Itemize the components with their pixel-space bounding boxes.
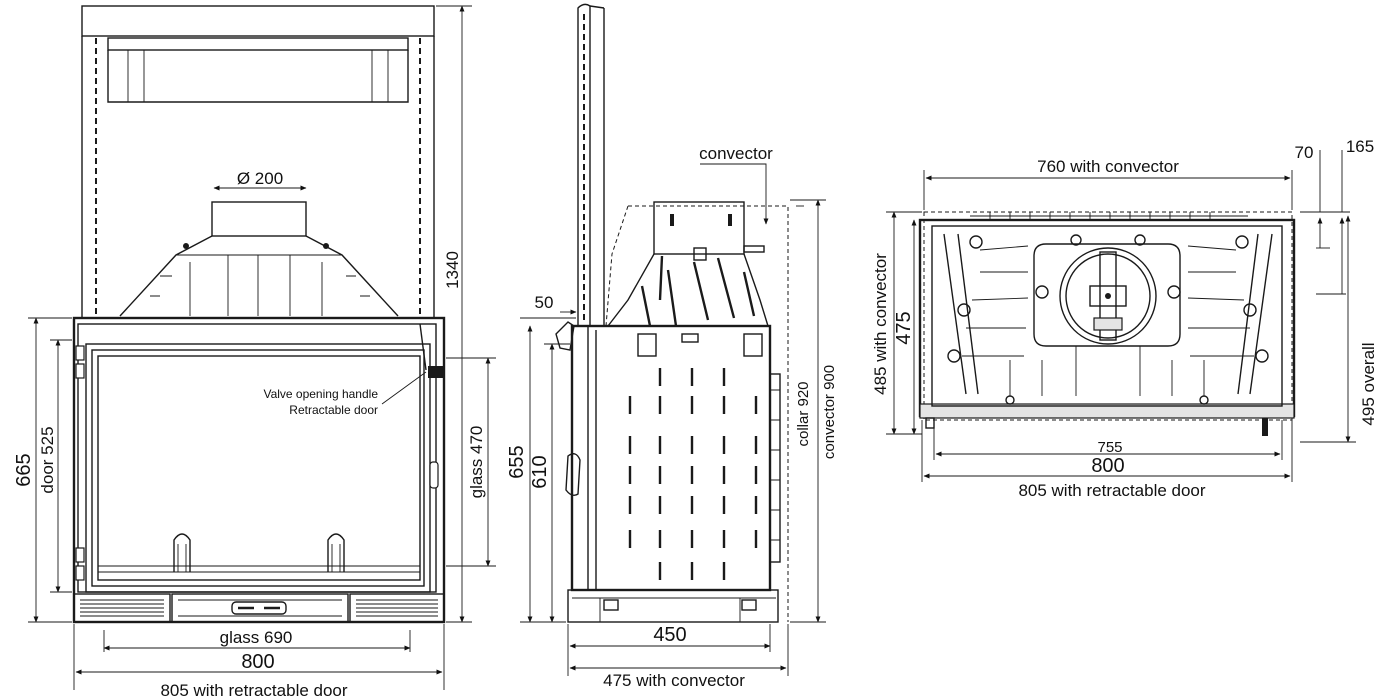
top-70-dim: 70 [1295, 143, 1314, 162]
top-width-dim: 800 [1091, 455, 1124, 477]
front-width-retractable-door-dim: 805 with retractable door [160, 681, 347, 700]
front-view: Ø 200 1340 665 door 525 glass 470 Valve … [13, 5, 496, 700]
side-depth-with-convector-dim: 475 with convector [603, 671, 745, 690]
side-height-655-dim: 655 [506, 445, 528, 478]
top-165-dim: 165 [1346, 137, 1374, 156]
top-inner-width-dim: 755 [1097, 439, 1122, 456]
top-width-retractable-door-dim: 805 with retractable door [1018, 481, 1205, 500]
front-height-dim: 665 [13, 453, 35, 486]
side-height-610-dim: 610 [529, 455, 551, 488]
valve-handle-callout: Valve opening handle [263, 387, 378, 401]
top-depth-475-dim: 475 [893, 311, 915, 344]
front-width-dim: 800 [241, 651, 274, 673]
side-collar-height-dim: collar 920 [795, 381, 812, 446]
side-view: convector 50 655 610 collar 920 convecto… [506, 3, 838, 690]
front-glass-height-dim: glass 470 [467, 426, 486, 499]
top-depth-with-convector-dim: 485 with convector [871, 253, 890, 395]
top-view: 760 with convector 70 165 485 with conve… [871, 137, 1378, 500]
side-door-projection-dim: 50 [535, 293, 554, 312]
front-total-height-dim: 1340 [443, 251, 462, 289]
retractable-door-callout: Retractable door [289, 403, 378, 417]
front-glass-width-dim: glass 690 [220, 628, 293, 647]
side-convector-height-dim: convector 900 [821, 365, 838, 459]
top-width-with-convector-dim: 760 with convector [1037, 157, 1179, 176]
top-depth-overall-dim: 495 overall [1359, 342, 1378, 425]
front-door-height-dim: door 525 [38, 426, 57, 493]
front-collar-diameter-dim: Ø 200 [237, 169, 283, 188]
side-depth-dim: 450 [653, 624, 686, 646]
side-convector-label: convector [699, 144, 773, 163]
